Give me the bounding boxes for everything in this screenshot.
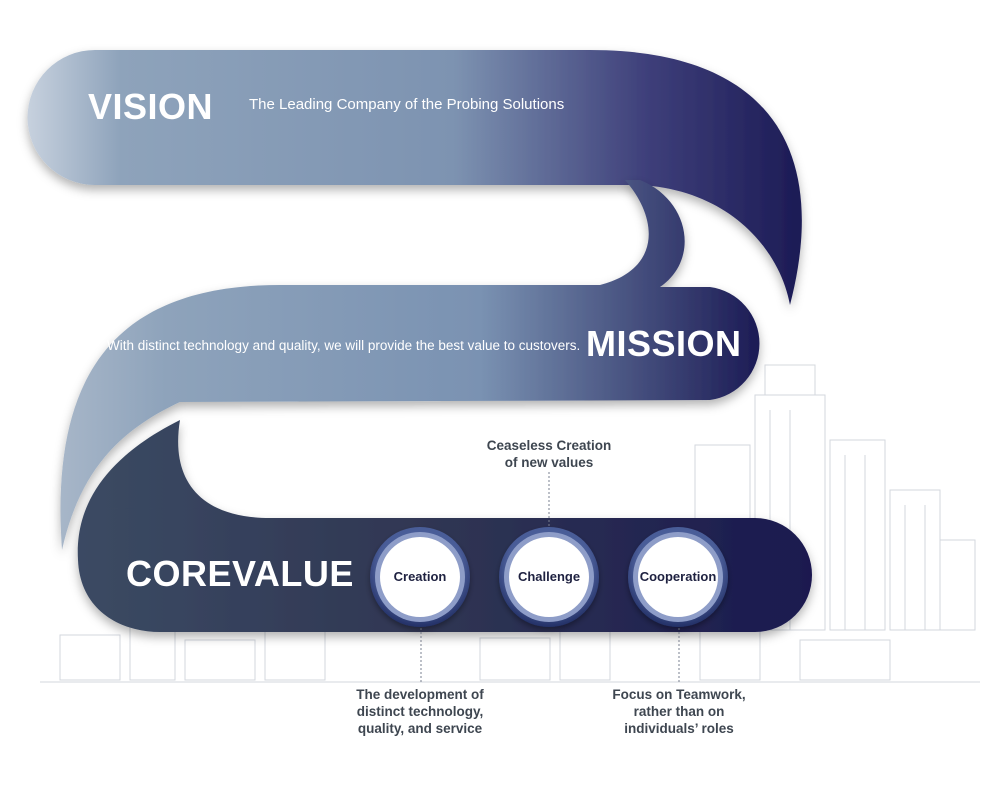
value-circle-cooperation — [628, 527, 728, 627]
value-label-creation: Creation — [393, 569, 447, 584]
value-label-challenge: Challenge — [517, 569, 581, 584]
caption-cooperation: Focus on Teamwork, rather than on indivi… — [612, 687, 746, 736]
mission-band — [60, 180, 760, 550]
value-circle-creation — [370, 527, 470, 627]
vision-band — [27, 50, 802, 305]
value-label-cooperation: Cooperation — [639, 569, 717, 584]
caption-creation: The development of distinct technology, … — [356, 687, 484, 736]
mission-statement: With distinct technology and quality, we… — [107, 338, 581, 353]
vision-statement: The Leading Company of the Probing Solut… — [249, 96, 565, 113]
mission-title: MISSION — [586, 323, 742, 364]
caption-challenge: Ceaseless Creation of new values — [486, 438, 612, 470]
vision-title: VISION — [88, 86, 214, 127]
value-circle-challenge — [499, 527, 599, 627]
corevalue-title: COREVALUE — [126, 553, 354, 594]
